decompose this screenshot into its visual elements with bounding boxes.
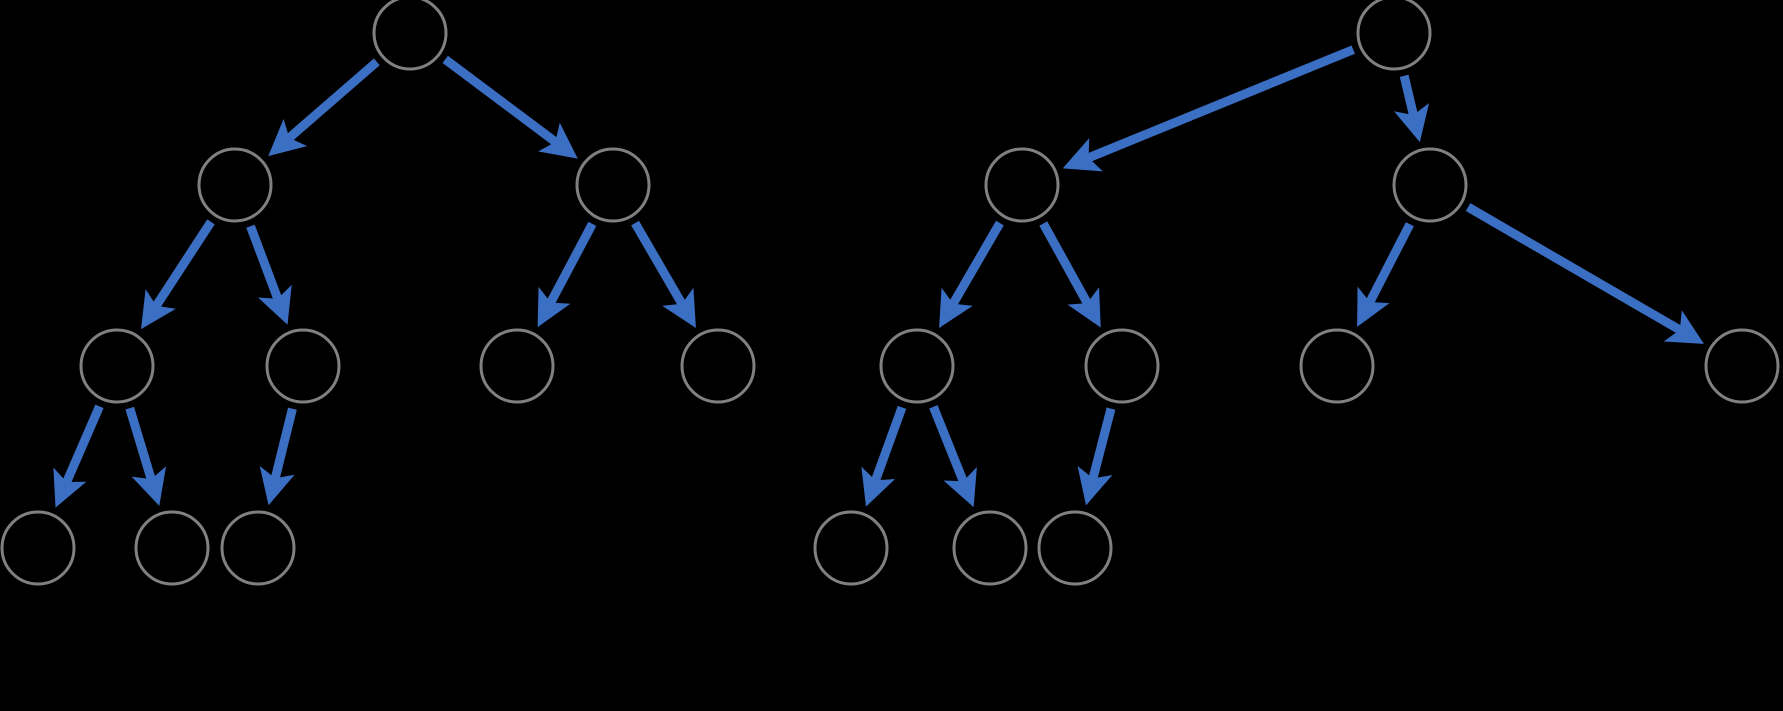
nodes-layer — [0, 0, 1780, 586]
tree-edge — [259, 407, 297, 506]
tree-node-L-n6[interactable] — [479, 328, 555, 404]
tree-edge — [268, 58, 380, 157]
tree-edge — [246, 224, 292, 325]
tree-edge — [1077, 407, 1116, 506]
tree-node-R-n3[interactable] — [1392, 147, 1468, 223]
tree-edge — [631, 220, 696, 328]
tree-node-L-n4[interactable] — [79, 328, 155, 404]
tree-node-L-n2[interactable] — [197, 147, 273, 223]
tree-node-R-n6[interactable] — [1299, 328, 1375, 404]
tree-node-R-n10[interactable] — [1037, 510, 1113, 586]
tree-edge — [1062, 45, 1355, 172]
tree-edge — [442, 55, 578, 159]
tree-node-L-n9[interactable] — [134, 510, 210, 586]
tree-edge — [1394, 74, 1430, 143]
tree-node-L-n5[interactable] — [265, 328, 341, 404]
edges-layer — [53, 45, 1704, 508]
tree-edge — [861, 405, 907, 507]
tree-node-R-n2[interactable] — [984, 147, 1060, 223]
tree-node-R-n7[interactable] — [1704, 328, 1780, 404]
tree-edge — [125, 406, 167, 506]
tree-node-L-n10[interactable] — [220, 510, 296, 586]
tree-node-L-n3[interactable] — [575, 147, 651, 223]
tree-node-L-n7[interactable] — [680, 328, 756, 404]
tree-node-R-n9[interactable] — [952, 510, 1028, 586]
tree-edge — [1465, 203, 1704, 344]
tree-node-R-n4[interactable] — [879, 328, 955, 404]
tree-edge — [1357, 222, 1414, 327]
tree-edge — [537, 221, 597, 328]
tree-edge — [53, 404, 104, 508]
tree-node-L-n1[interactable] — [372, 0, 448, 71]
tree-edge — [939, 220, 1004, 328]
tree-node-R-n1[interactable] — [1356, 0, 1432, 71]
tree-node-L-n8[interactable] — [0, 510, 76, 586]
tree-node-R-n5[interactable] — [1084, 328, 1160, 404]
tree-edge — [141, 219, 215, 330]
tree-edge — [1039, 221, 1101, 328]
tree-node-R-n8[interactable] — [813, 510, 889, 586]
tree-edge — [929, 405, 977, 508]
